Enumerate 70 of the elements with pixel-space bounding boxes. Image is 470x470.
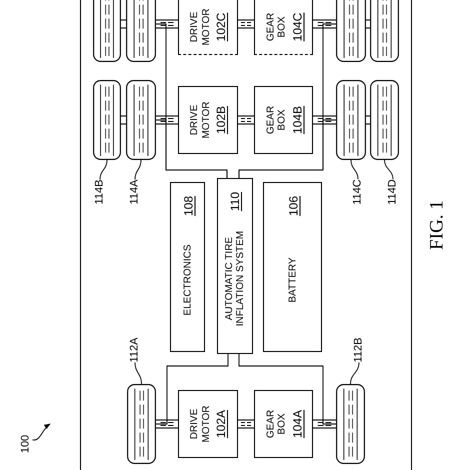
component-label: BATTERY xyxy=(286,257,298,303)
component-box xyxy=(178,86,238,154)
axle-shaft xyxy=(366,116,370,124)
axle-shaft xyxy=(312,420,336,428)
tire-icon xyxy=(126,80,156,160)
tire-icon xyxy=(93,0,121,62)
leader-line xyxy=(134,362,142,384)
axle-shaft xyxy=(156,20,178,28)
component-label: GEAR BOX xyxy=(264,12,288,42)
reference-numeral: 114B xyxy=(94,180,106,204)
air-line xyxy=(156,354,228,424)
component-box xyxy=(178,0,238,55)
component-box xyxy=(254,0,313,55)
component-label: AUTOMATIC TIRE INFLATION SYSTEM xyxy=(224,230,246,327)
component-box xyxy=(254,390,313,458)
reference-numeral: 114A xyxy=(130,180,140,204)
component-label: DRIVE MOTOR xyxy=(189,405,212,443)
leader-line xyxy=(350,160,358,180)
tire-icon xyxy=(93,80,121,160)
leader-line xyxy=(350,362,360,384)
component-box xyxy=(217,178,253,354)
reference-numeral: 102A xyxy=(215,410,227,438)
reference-numeral: 112B xyxy=(354,338,364,362)
reference-numeral: 102C xyxy=(215,12,227,42)
axle-shaft xyxy=(312,116,336,124)
figure-caption: FIG. 1 xyxy=(428,200,446,250)
axle-shaft xyxy=(120,20,126,28)
air-line xyxy=(238,354,336,424)
axle-shaft xyxy=(312,20,336,28)
component-label: ELECTRONICS xyxy=(182,244,194,316)
reference-numeral: 104A xyxy=(290,410,302,438)
reference-numeral: 108 xyxy=(182,196,194,216)
reference-numeral: 100 xyxy=(20,434,32,454)
tire-icon xyxy=(336,384,365,464)
tire-icon xyxy=(370,0,399,62)
axle-shaft xyxy=(238,20,254,28)
air-line xyxy=(238,24,336,178)
leader-line xyxy=(100,160,108,180)
component-box xyxy=(178,390,238,458)
air-line xyxy=(156,24,228,178)
tire-icon xyxy=(336,0,366,62)
axle-shaft xyxy=(238,116,254,124)
reference-arrow xyxy=(32,424,50,440)
reference-numeral: 110 xyxy=(229,192,241,212)
tire-icon xyxy=(336,80,366,160)
vehicle-outline xyxy=(80,0,412,470)
component-box xyxy=(263,182,322,352)
reference-numeral: 114D xyxy=(388,179,398,205)
component-label: DRIVE MOTOR xyxy=(189,101,212,139)
component-box xyxy=(170,182,205,352)
axle-shaft xyxy=(366,20,370,28)
reference-numeral: 112A xyxy=(130,338,140,362)
axle-shaft xyxy=(156,420,178,428)
reference-numeral: 106 xyxy=(286,196,298,216)
tire-icon xyxy=(370,80,399,160)
component-label: DRIVE MOTOR xyxy=(189,8,212,46)
tire-icon xyxy=(127,384,156,464)
axle-shaft xyxy=(238,420,254,428)
component-label: GEAR BOX xyxy=(264,410,288,438)
leader-line xyxy=(384,160,394,180)
leader-line xyxy=(134,160,142,180)
reference-numeral: 104B xyxy=(290,106,302,134)
component-label: GEAR BOX xyxy=(264,106,288,134)
axle-shaft xyxy=(120,116,126,124)
reference-numeral: 114C xyxy=(352,179,364,205)
reference-numeral: 104C xyxy=(290,12,302,42)
component-box xyxy=(254,86,313,154)
reference-numeral: 102B xyxy=(215,106,227,134)
axle-shaft xyxy=(156,116,178,124)
tire-icon xyxy=(126,0,156,62)
